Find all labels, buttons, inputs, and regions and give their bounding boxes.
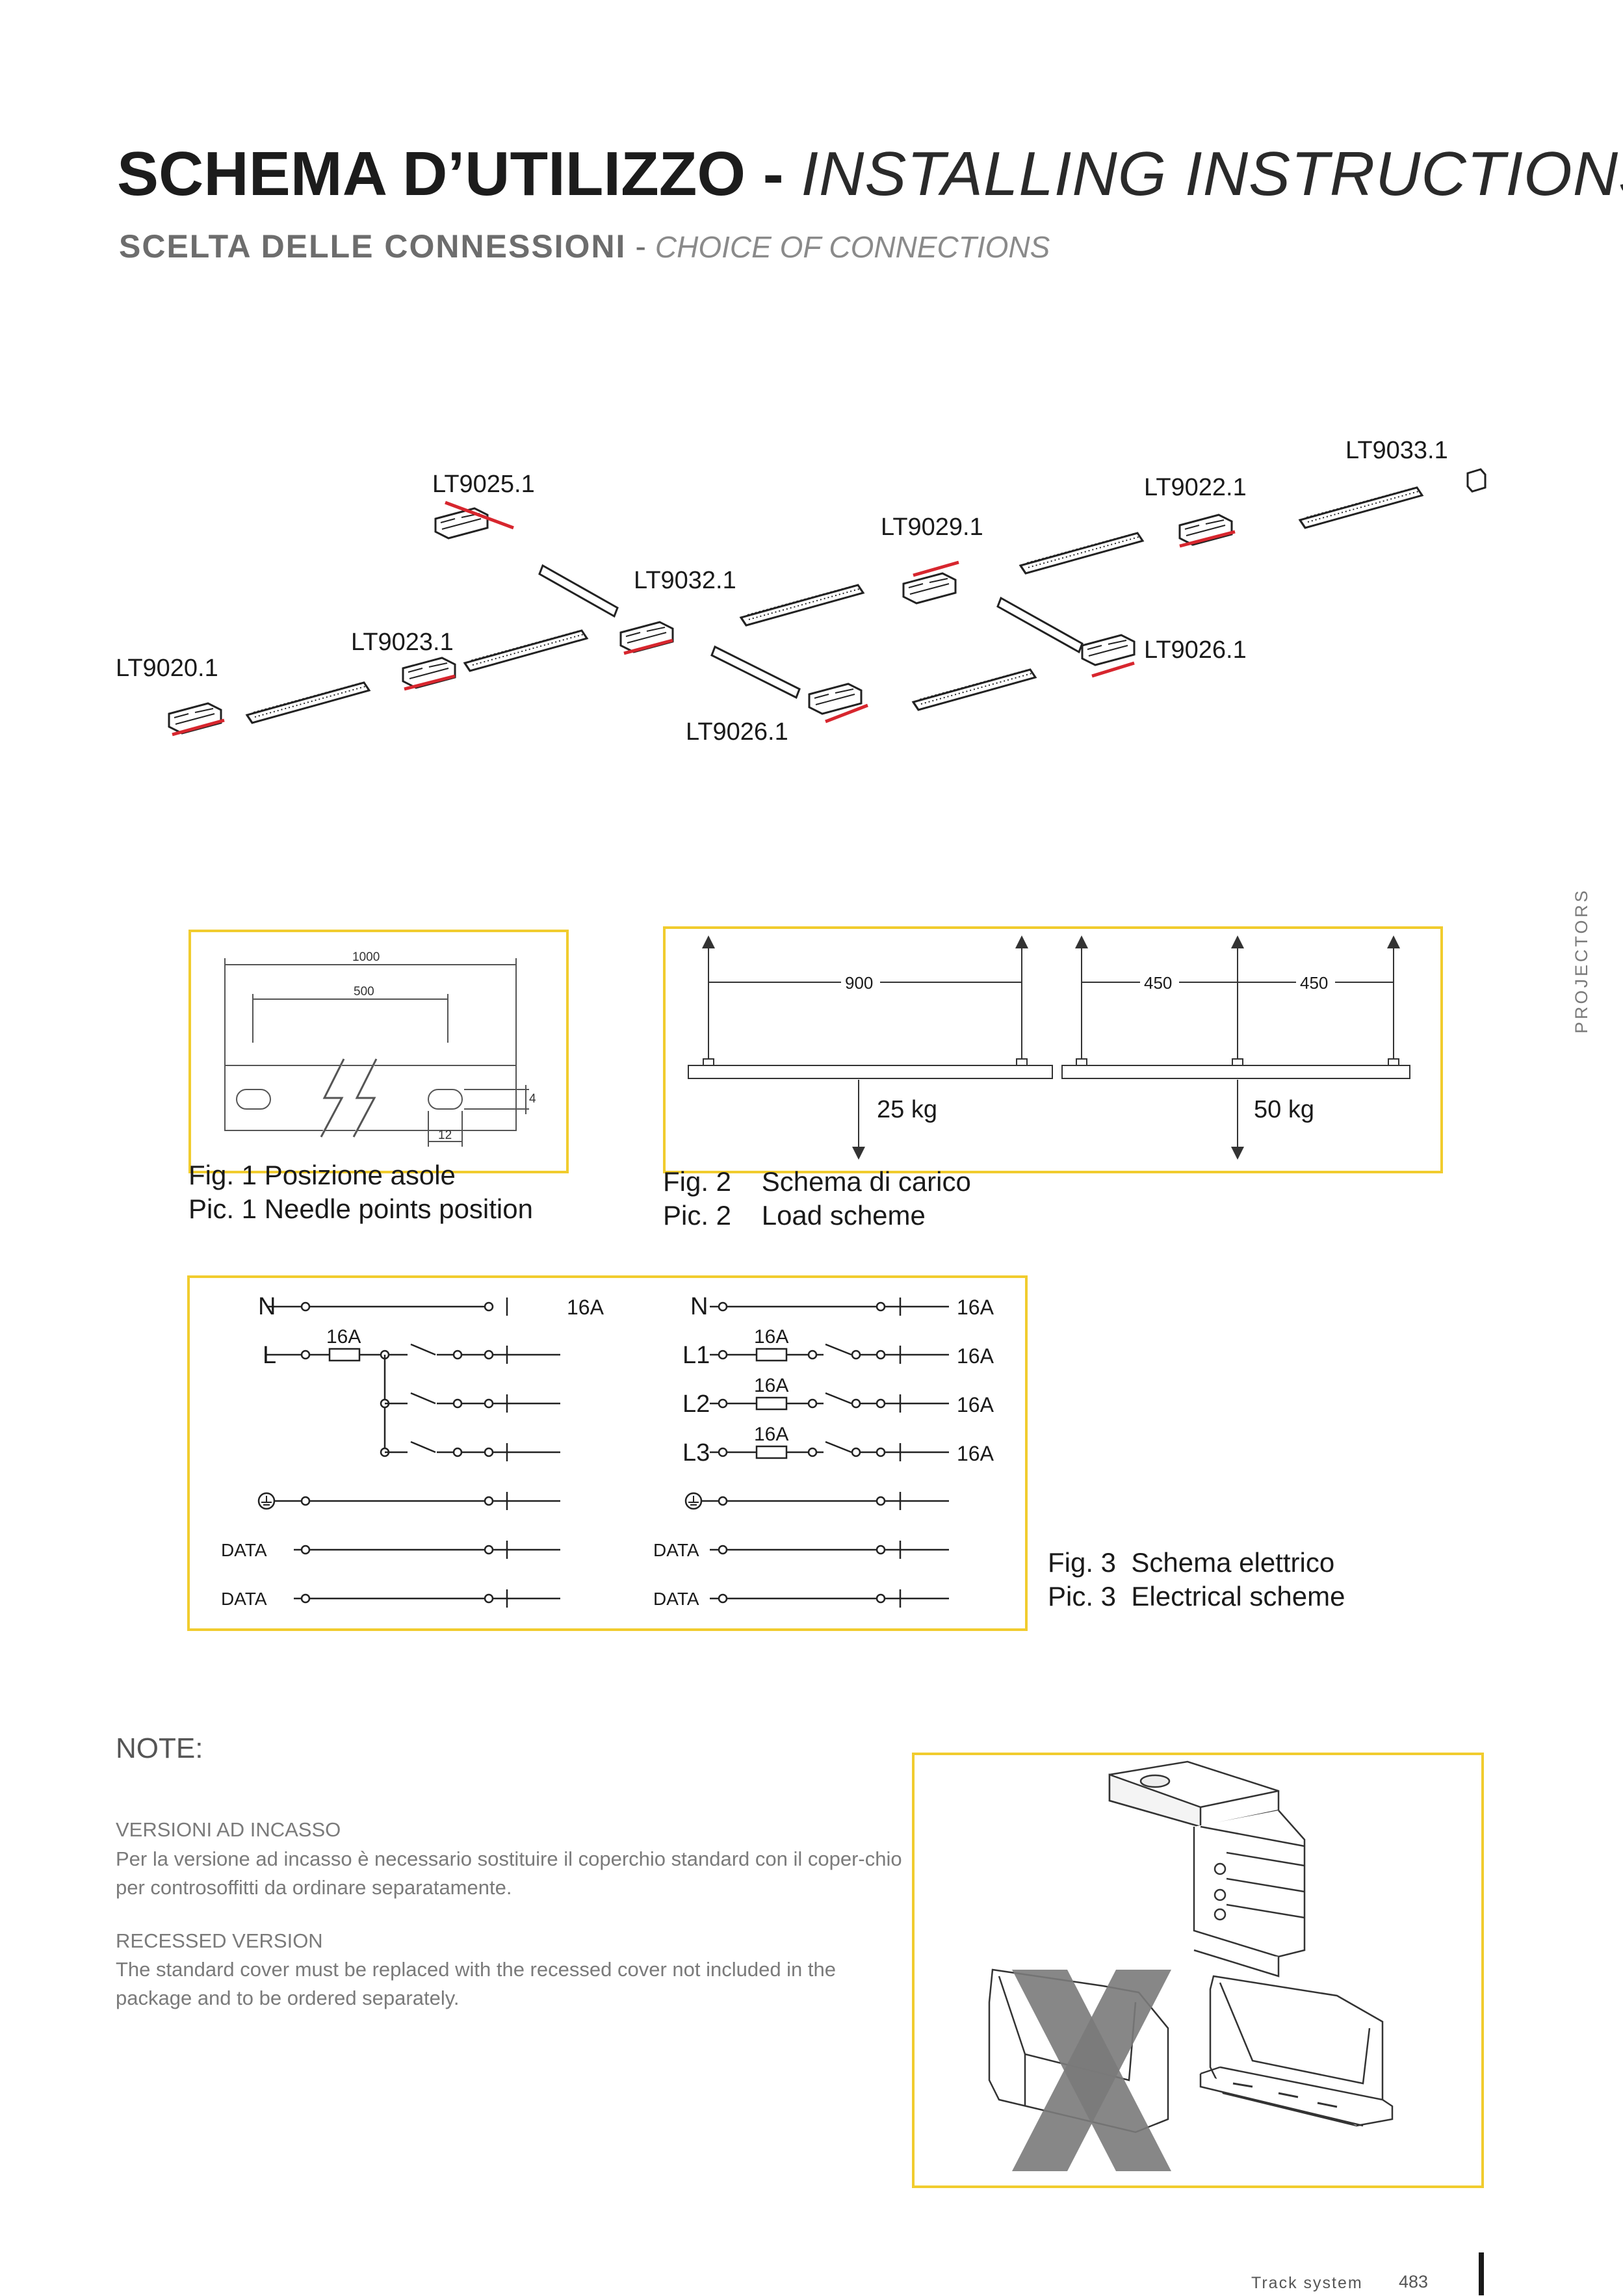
fig3-left-n-rating: 16A [567, 1296, 604, 1319]
label-lt9022: LT9022.1 [1144, 474, 1247, 501]
label-lt9032: LT9032.1 [634, 567, 736, 594]
fig3-right-data2: DATA [653, 1589, 699, 1609]
label-lt9023: LT9023.1 [351, 629, 454, 656]
recessed-cover-drawing [988, 1760, 1394, 2171]
footer-section: Track system [1251, 2274, 1363, 2292]
fig3-caption-it: Fig. 3 Schema elettrico [1048, 1547, 1335, 1578]
note-it-body: Per la versione ad incasso è necessario … [116, 1847, 902, 1899]
fig3-right-rating-n: 16A [957, 1296, 994, 1319]
title-english: INSTALLING INSTRUCTIONS [801, 139, 1623, 209]
fig3-right-l3: L3 [682, 1439, 710, 1467]
track-segment-2 [463, 629, 588, 672]
note-it-heading: VERSIONI AD INCASSO [116, 1818, 341, 1841]
cross-mark [1012, 1970, 1171, 2171]
footer-divider [1479, 2252, 1484, 2295]
fig3-right-l2: L2 [682, 1390, 710, 1418]
diagonal-track-3 [996, 596, 1084, 654]
connector-lt9029 [902, 572, 957, 605]
connector-lt9026-right [1081, 634, 1136, 666]
connection-diagram: LT9020.1 LT9023.1 LT9025.1 LT9032.1 LT90… [116, 437, 1487, 746]
diagonal-track-1 [538, 564, 619, 618]
note-en-body: The standard cover must be replaced with… [116, 1958, 837, 2009]
track-segment-1 [246, 681, 370, 724]
fig3-right-fuse1: 16A [754, 1326, 788, 1348]
fig3-right-data1: DATA [653, 1540, 699, 1560]
fig3-drawing: N L 16A 16A DATA DATA N L1 L2 L3 16A 16A… [221, 1293, 994, 1609]
subtitle-english: CHOICE OF CONNECTIONS [655, 230, 1050, 264]
fig3-left-data1: DATA [221, 1540, 267, 1560]
fig1-dim-4: 4 [529, 1092, 536, 1106]
fig1-caption-it: Fig. 1 Posizione asole [188, 1160, 456, 1190]
fig3-left-data2: DATA [221, 1589, 267, 1609]
fig3-right-fuse3: 16A [754, 1424, 788, 1445]
fig2-load-25kg: 25 kg [877, 1096, 937, 1123]
subtitle-italian: SCELTA DELLE CONNESSIONI [119, 228, 627, 265]
fig3-left-fuse: 16A [326, 1326, 361, 1348]
fig2-caption-en: Pic. 2 Load scheme [663, 1200, 926, 1231]
fig2-dim-450-a: 450 [1144, 973, 1172, 993]
subtitle-separator: - [635, 228, 647, 265]
fig3-right-l1: L1 [682, 1342, 710, 1369]
fig3-right-rating-l2: 16A [957, 1393, 994, 1416]
track-segment-3 [740, 584, 864, 627]
page-number: 483 [1399, 2272, 1429, 2291]
fig1-frame: 1000 500 4 12 [188, 930, 569, 1173]
track-segment-5 [1299, 486, 1423, 529]
fig1-dim-1000: 1000 [352, 950, 380, 964]
diagonal-track-2 [710, 645, 801, 699]
title-separator: - [762, 139, 784, 209]
fig1-caption-en: Pic. 1 Needle points position [188, 1194, 533, 1224]
page-title: SCHEMA D’UTILIZZO - INSTALLING INSTRUCTI… [117, 140, 1623, 209]
label-lt9026-bottom: LT9026.1 [686, 718, 788, 746]
connector-lt9025 [434, 507, 489, 540]
fig2-drawing: 900 450 450 25 kg 50 kg [688, 935, 1410, 1160]
end-cap-lt9033 [1466, 468, 1487, 493]
fig1-dim-12: 12 [438, 1128, 452, 1142]
note-title: NOTE: [116, 1732, 203, 1764]
fig3-right-rating-l1: 16A [957, 1344, 994, 1368]
fig3-right-rating-l3: 16A [957, 1442, 994, 1465]
fig3-frame: N L 16A 16A DATA DATA N L1 L2 L3 16A 16A… [187, 1275, 1028, 1631]
recessed-cover-frame [912, 1753, 1484, 2188]
fig3-left-n: N [258, 1293, 276, 1320]
fig3-caption-en: Pic. 3 Electrical scheme [1048, 1581, 1345, 1611]
label-lt9026-right: LT9026.1 [1144, 636, 1247, 664]
track-segment-6 [912, 668, 1037, 711]
label-lt9029: LT9029.1 [881, 514, 983, 541]
fig2-dim-900: 900 [845, 973, 873, 993]
track-segment-4 [1019, 532, 1144, 575]
fig1-drawing: 1000 500 4 12 [224, 950, 536, 1147]
fig2-frame: 900 450 450 25 kg 50 kg [663, 926, 1443, 1173]
fig2-load-50kg: 50 kg [1254, 1096, 1314, 1123]
note-en-heading: RECESSED VERSION [116, 1929, 323, 1952]
label-lt9020: LT9020.1 [116, 655, 218, 682]
fig3-right-fuse2: 16A [754, 1375, 788, 1396]
fig2-dim-450-b: 450 [1300, 973, 1328, 993]
fig3-right-n: N [690, 1293, 708, 1320]
label-lt9025: LT9025.1 [432, 471, 535, 498]
highlight-lines [172, 501, 1236, 737]
earth-symbols [261, 1496, 699, 1506]
side-section-label: PROJECTORS [1572, 887, 1591, 1034]
label-lt9033: LT9033.1 [1345, 437, 1448, 464]
fig2-caption-it: Fig. 2 Schema di carico [663, 1166, 971, 1197]
title-italian: SCHEMA D’UTILIZZO [117, 139, 746, 209]
fig3-left-l: L [263, 1342, 276, 1369]
page-subtitle: SCELTA DELLE CONNESSIONI - CHOICE OF CON… [119, 228, 1050, 265]
fig1-dim-500: 500 [354, 985, 374, 998]
